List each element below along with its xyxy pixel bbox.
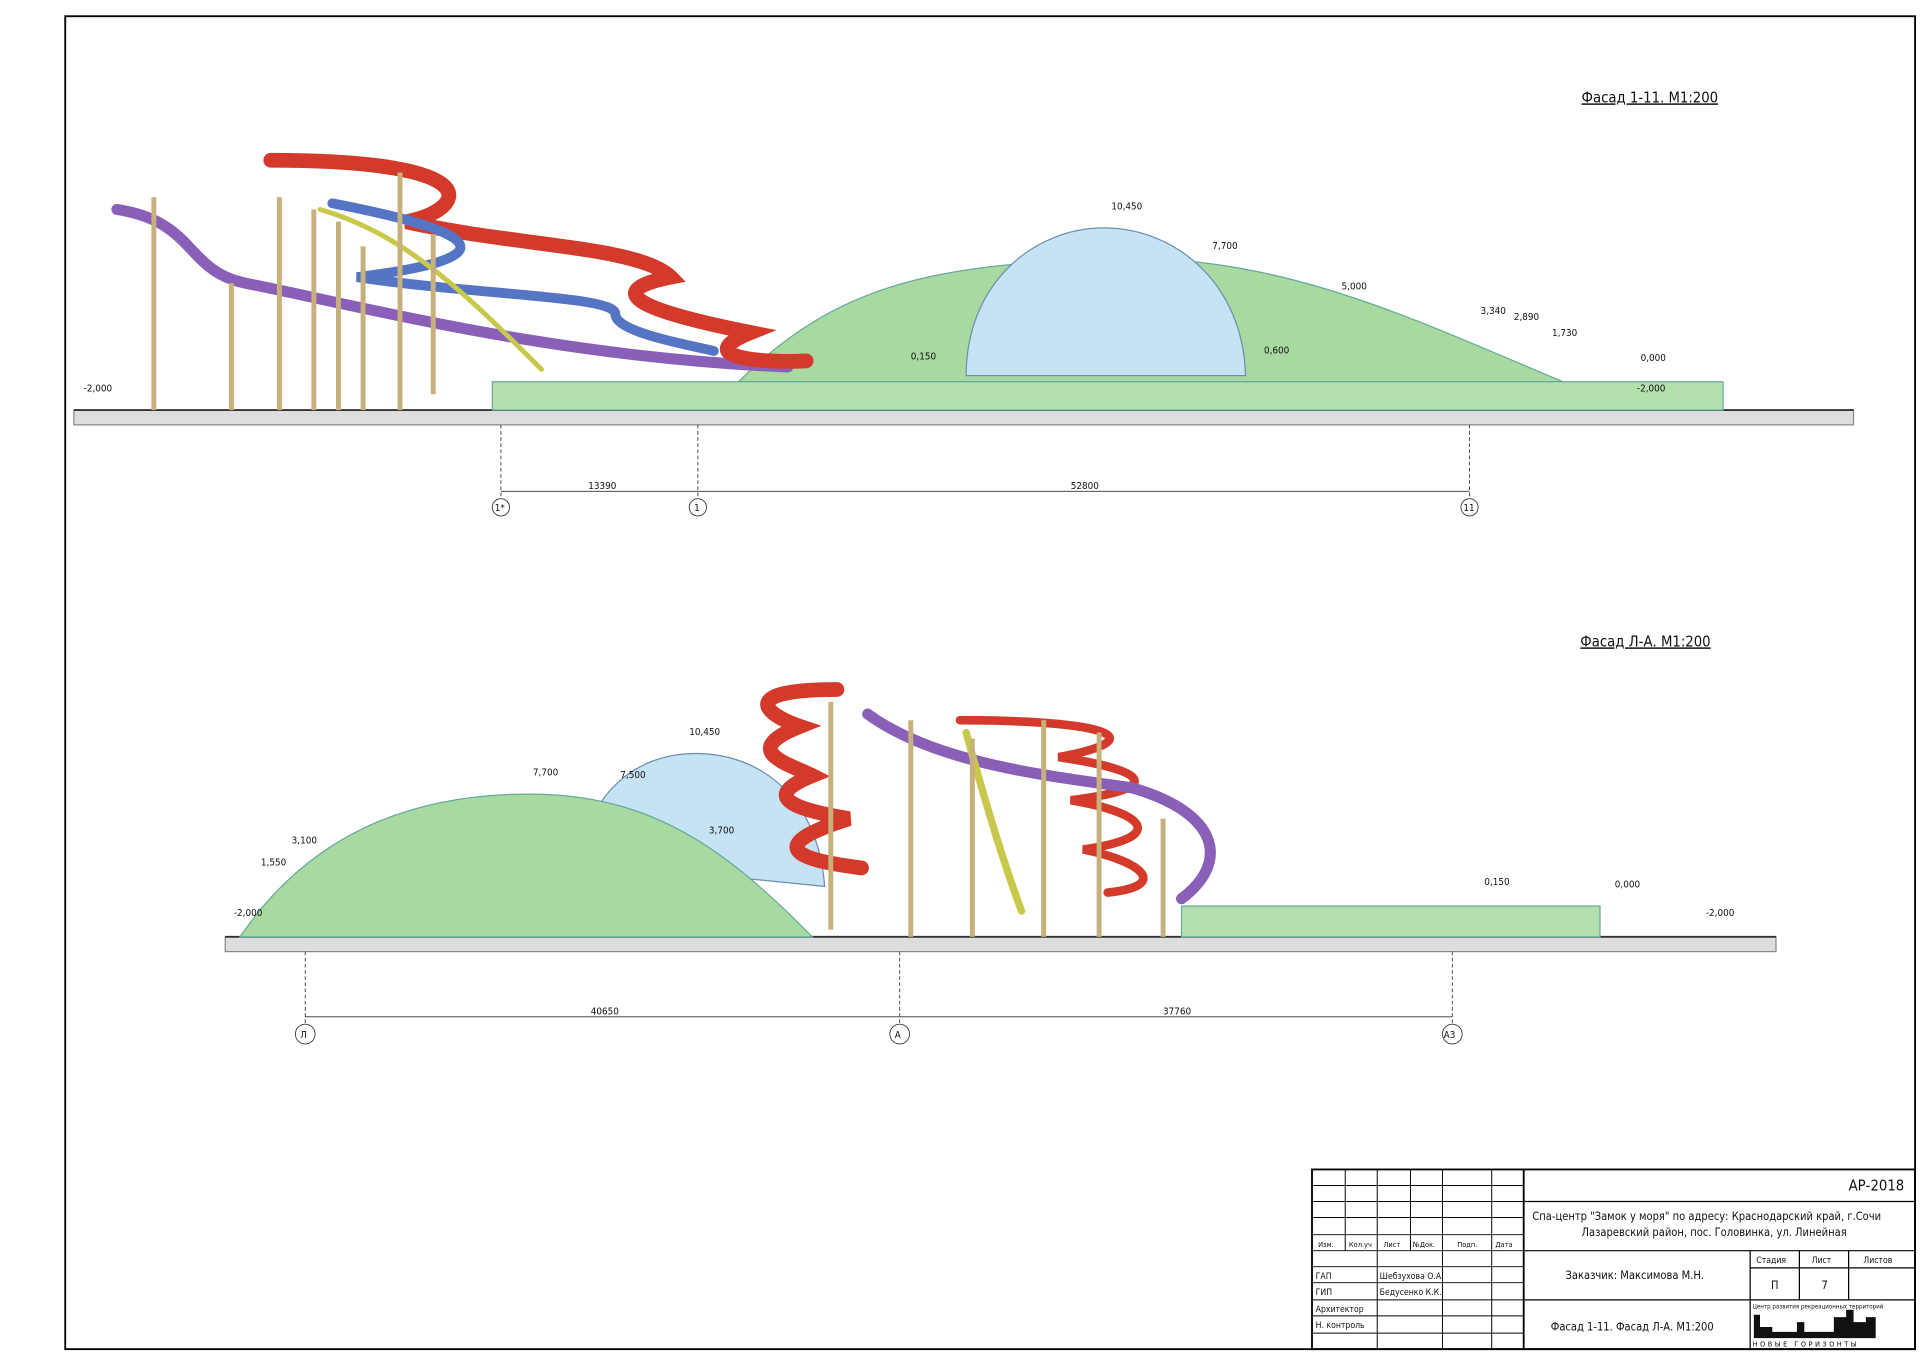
dimension-value: 13390: [588, 481, 616, 492]
stage-value: П: [1771, 1279, 1779, 1292]
title-block: [1311, 1168, 1916, 1351]
header-cell: №Док.: [1412, 1240, 1435, 1249]
stage-label: Стадия: [1756, 1256, 1786, 1266]
level-mark: 2,890: [1514, 312, 1540, 323]
dimension-value: 52800: [1071, 481, 1099, 492]
level-mark: 7,500: [620, 770, 646, 781]
axis-label: 1: [694, 503, 700, 514]
level-mark: 1,730: [1552, 328, 1578, 339]
level-mark: 0,600: [1264, 345, 1290, 356]
level-mark: 10,450: [1111, 201, 1142, 212]
dimension-value: 40650: [591, 1006, 619, 1017]
sheets-label: Листов: [1863, 1256, 1892, 1266]
header-cell: Кол.уч: [1349, 1240, 1372, 1249]
level-mark: 1,550: [261, 857, 287, 868]
elevation-marks-top: 10,450 7,700 5,000 3,340 2,890 1,730 0,0…: [84, 201, 1667, 394]
terrace: [1180, 905, 1601, 938]
logo-text: НОВЫЕ ГОРИЗОНТЫ: [1753, 1340, 1859, 1349]
axis-label: Л: [300, 1030, 307, 1041]
sheet-title: Фасад 1-11. Фасад Л-А. М1:200: [1551, 1321, 1714, 1334]
header-cell: Дата: [1495, 1240, 1512, 1249]
level-mark: 3,700: [709, 825, 735, 836]
level-mark: 0,150: [1484, 877, 1510, 888]
red-slide: [760, 682, 869, 876]
axis-label: 1*: [495, 503, 506, 514]
level-mark: -2,000: [1637, 384, 1666, 395]
glass-dome: [965, 227, 1247, 377]
sheet-frame: [64, 15, 1916, 1351]
facade-l-a: Фасад Л-А. М1:200 10,450 7,700 7,500 3,7…: [224, 633, 1777, 1045]
role-label: ГИП: [1316, 1288, 1333, 1298]
header-cell: Лист: [1383, 1240, 1400, 1249]
header-cell: Изм.: [1318, 1240, 1334, 1249]
client: Заказчик: Максимова М.Н.: [1566, 1269, 1705, 1282]
city-skyline-logo: [1753, 1309, 1876, 1339]
person-name: Бедусенко К.К.: [1380, 1288, 1442, 1298]
level-mark: -2,000: [234, 908, 263, 919]
support-posts: [151, 172, 436, 411]
header-cell: Подп.: [1457, 1240, 1477, 1249]
level-mark: 0,000: [1641, 353, 1667, 364]
axis-label: А3: [1444, 1030, 1456, 1041]
level-mark: -2,000: [1706, 908, 1735, 919]
sheet-value: 7: [1822, 1279, 1828, 1292]
level-mark: 3,100: [292, 835, 318, 846]
level-mark: 5,000: [1342, 281, 1368, 292]
level-mark: 10,450: [689, 727, 720, 738]
title-block-text: АР-2018 Спа-центр "Замок у моря" по адре…: [1316, 1177, 1905, 1348]
dimension-line-top: [491, 424, 1479, 517]
axis-label: 11: [1463, 503, 1474, 514]
level-mark: 0,000: [1615, 880, 1641, 891]
red-slide: [263, 152, 814, 369]
facade-1-11: Фасад 1-11. М1:200 10,450 7,700 5,000 3,…: [73, 89, 1855, 517]
level-mark: 3,340: [1481, 306, 1507, 317]
purple-slide: [862, 708, 1216, 905]
person-name: Шебзухова О.А.: [1380, 1271, 1444, 1282]
slides: [760, 682, 1216, 915]
red-slide-right: [955, 715, 1148, 897]
level-mark: 0,150: [911, 352, 937, 363]
project-address: Лазаревский район, пос. Головинка, ул. Л…: [1582, 1226, 1847, 1239]
dimension-value: 37760: [1163, 1006, 1191, 1017]
green-hill: [238, 793, 814, 938]
drawing-code: АР-2018: [1849, 1177, 1905, 1194]
axis-label: А: [895, 1030, 901, 1041]
org-name: Центр развития рекреационных территорий: [1753, 1303, 1884, 1311]
project-name: Спа-центр "Замок у моря" по адресу: Крас…: [1532, 1210, 1881, 1223]
ground-strip: [224, 936, 1777, 953]
slides: [111, 152, 814, 373]
elevation-marks-bottom: 10,450 7,700 7,500 3,700 3,100 1,550 -2,…: [234, 727, 1735, 919]
facade-top-title: Фасад 1-11. М1:200: [1582, 89, 1719, 106]
role-label: Н. контроль: [1316, 1321, 1365, 1331]
ground-strip: [73, 409, 1855, 426]
level-mark: -2,000: [84, 384, 113, 395]
role-label: Архитектор: [1316, 1305, 1364, 1315]
dimension-line-bottom: [294, 951, 1463, 1045]
facade-bottom-title: Фасад Л-А. М1:200: [1580, 633, 1710, 650]
podium: [491, 381, 1724, 411]
support-posts: [828, 701, 1166, 937]
role-label: ГАП: [1316, 1272, 1332, 1282]
level-mark: 7,700: [1212, 241, 1238, 252]
level-mark: 7,700: [533, 768, 559, 779]
sheet-label: Лист: [1812, 1256, 1832, 1266]
